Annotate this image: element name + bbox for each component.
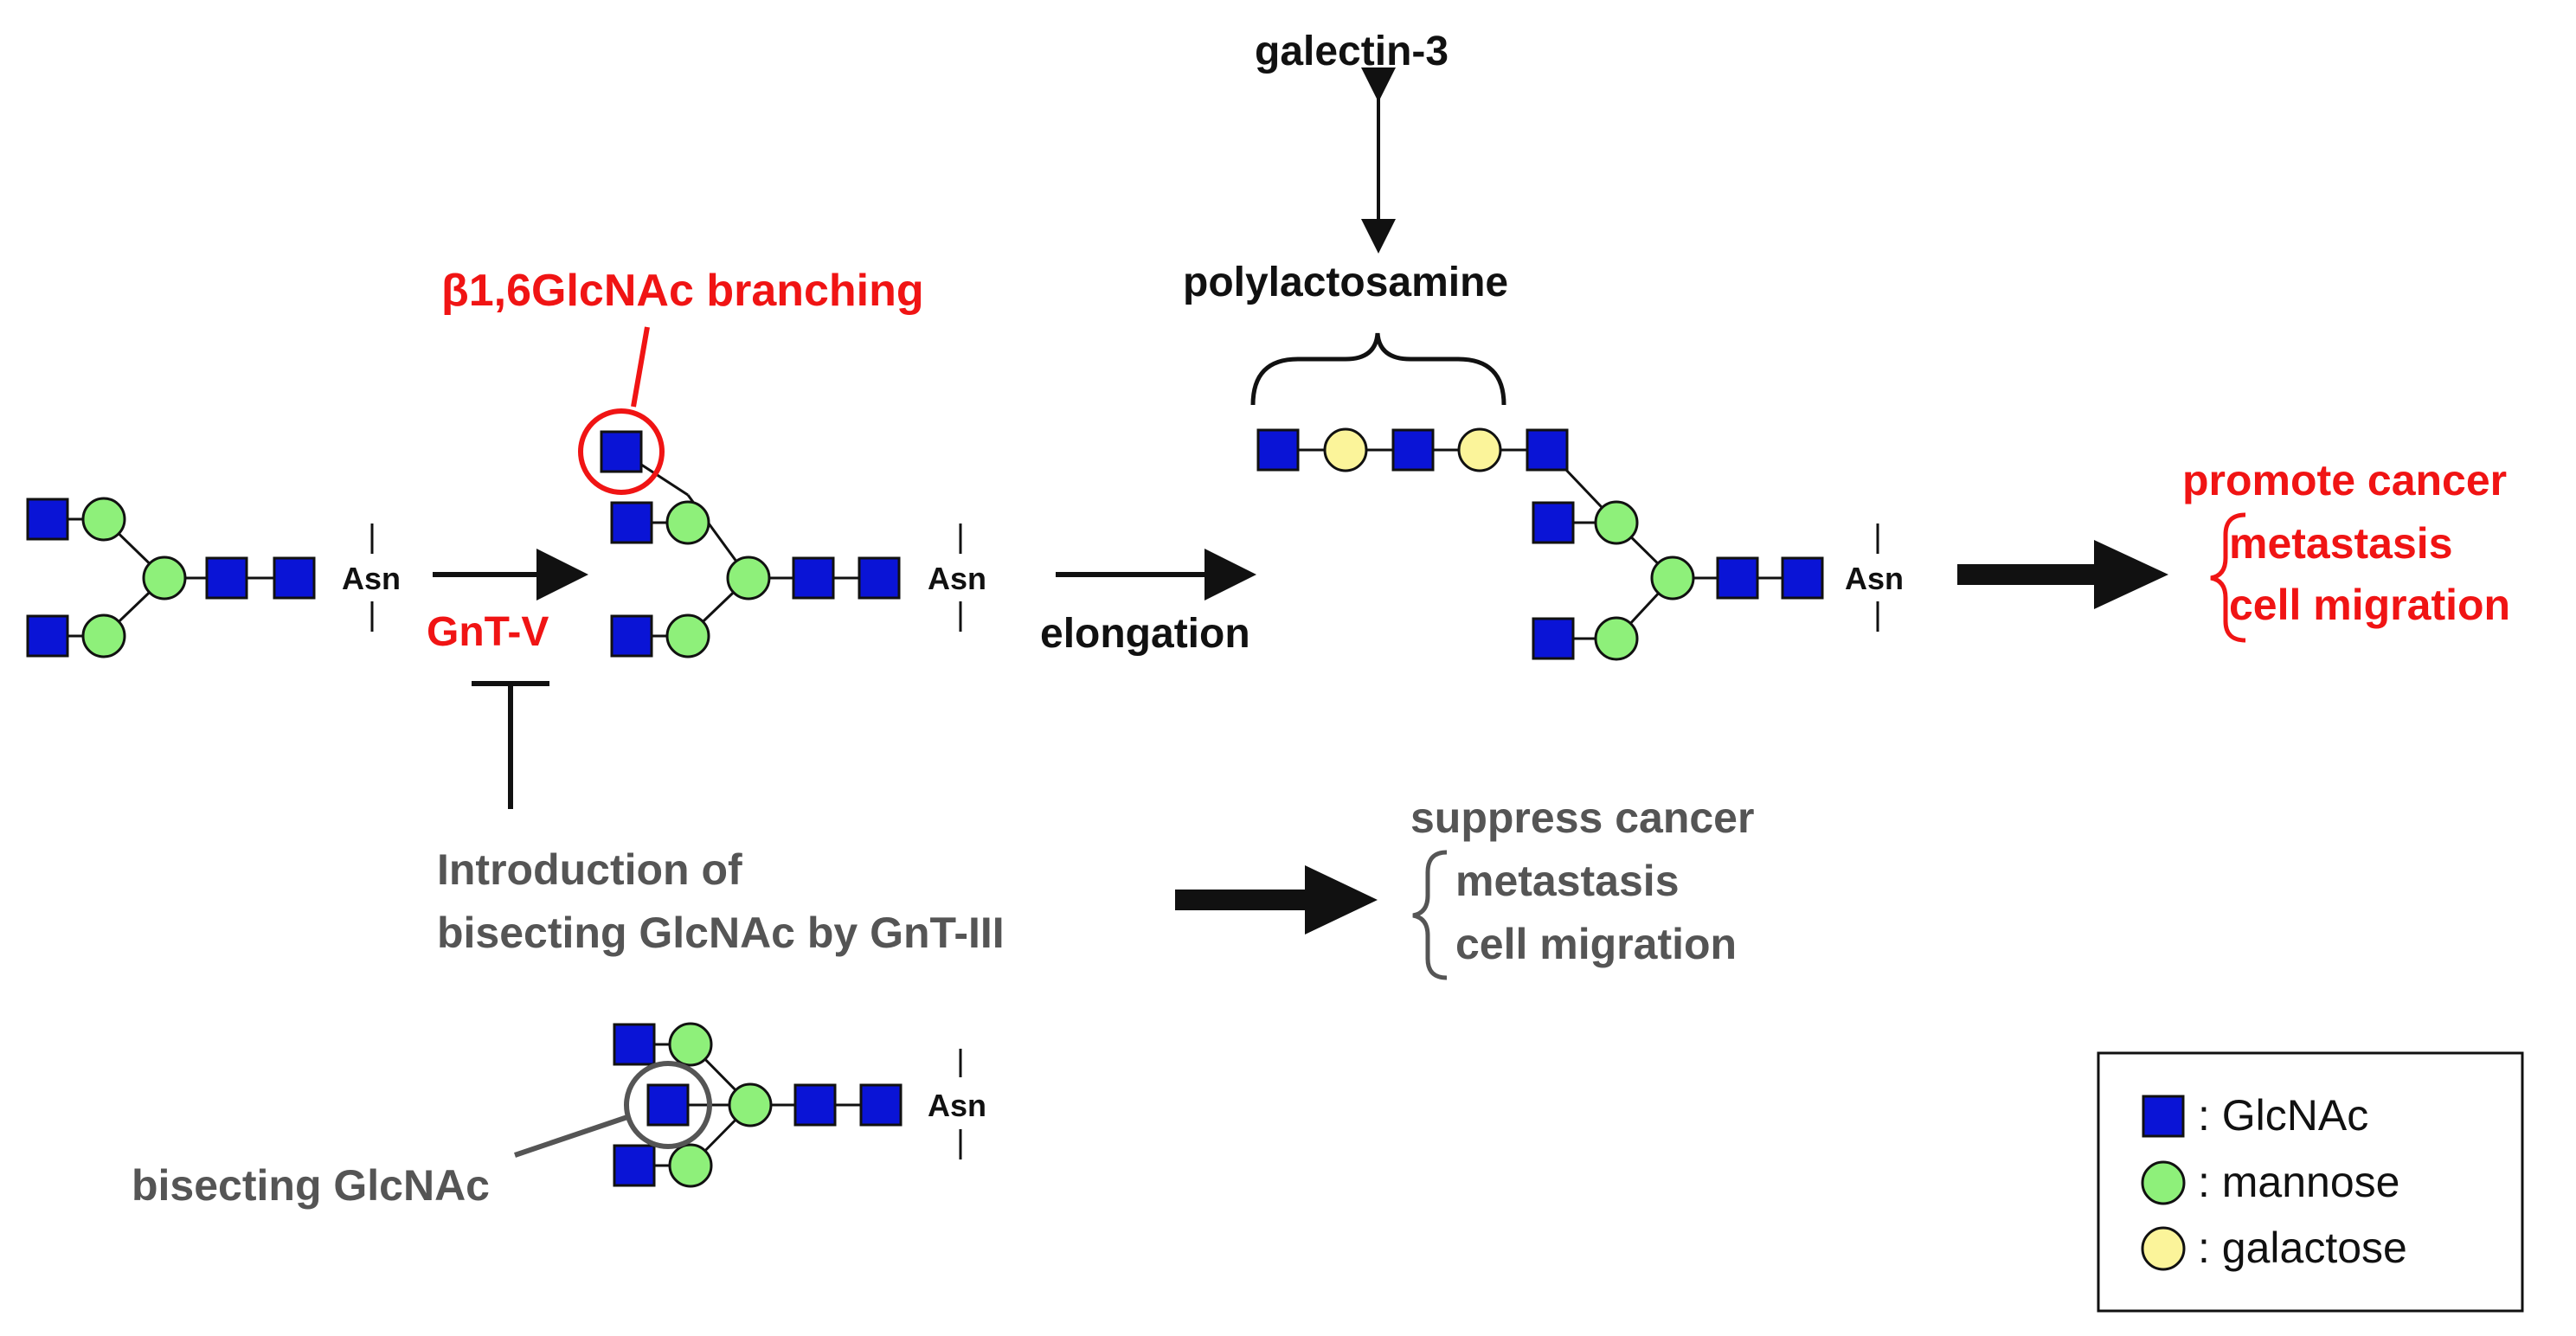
suppress-item: cell migration xyxy=(1455,920,1737,968)
glcnac-square-icon xyxy=(646,1083,690,1127)
suppress-item: metastasis xyxy=(1455,857,1680,905)
glycan-elongated: Asn xyxy=(1256,427,1904,661)
glcnac-square-icon xyxy=(1391,428,1435,472)
mannose-circle-icon xyxy=(726,556,771,601)
glcnac-square-icon xyxy=(1532,501,1575,544)
mannose-circle-icon xyxy=(81,497,126,542)
mannose-circle-icon xyxy=(1594,500,1639,545)
glcnac-square-icon xyxy=(1781,556,1824,600)
glcnac-square-icon xyxy=(273,556,316,600)
mannose-circle-icon xyxy=(2141,1160,2186,1205)
bisecting-pointer xyxy=(514,1114,631,1158)
mannose-circle-icon xyxy=(142,556,187,601)
glcnac-square-icon xyxy=(613,1023,656,1066)
inhibition-bar xyxy=(472,681,549,809)
glcnac-square-icon xyxy=(600,430,643,473)
legend-label-galactose: : galactose xyxy=(2198,1224,2407,1272)
bisecting-label: bisecting GlcNAc xyxy=(132,1161,490,1210)
arrow-suppress xyxy=(1175,865,1378,935)
branching-highlight-circle xyxy=(578,408,665,495)
branching-label: β1,6GlcNAc branching xyxy=(441,266,924,316)
polylactosamine-label: polylactosamine xyxy=(1183,260,1508,305)
mannose-circle-icon xyxy=(665,500,710,545)
legend-label-mannose: : mannose xyxy=(2198,1158,2399,1206)
promote-outcome: promote cancer metastasis cell migration xyxy=(2182,456,2510,643)
mannose-circle-icon xyxy=(668,1022,713,1067)
galactose-circle-icon xyxy=(1323,427,1368,472)
bisecting-highlight-circle xyxy=(624,1061,712,1149)
glcnac-square-icon xyxy=(26,498,69,541)
elongation-label: elongation xyxy=(1040,611,1250,657)
glcnac-square-icon xyxy=(792,556,835,600)
intro-line-1: Introduction of xyxy=(437,845,742,894)
mannose-circle-icon xyxy=(665,613,710,658)
glcnac-square-icon xyxy=(1532,617,1575,660)
asn-label: Asn xyxy=(1845,561,1904,596)
glycan-bisecting: Asn xyxy=(613,1022,986,1188)
glcnac-square-icon xyxy=(610,614,653,658)
glcnac-square-icon xyxy=(793,1083,837,1127)
promote-item: cell migration xyxy=(2229,581,2510,629)
suppress-title: suppress cancer xyxy=(1410,793,1754,842)
glcnac-square-icon xyxy=(26,614,69,658)
mannose-circle-icon xyxy=(1594,616,1639,661)
galactose-circle-icon xyxy=(1457,427,1502,472)
glcnac-square-icon xyxy=(205,556,248,600)
legend: : GlcNAc : mannose : galactose xyxy=(2097,1051,2524,1313)
promote-item: metastasis xyxy=(2229,519,2453,568)
asn-label: Asn xyxy=(928,1088,986,1123)
glcnac-square-icon xyxy=(610,501,653,544)
asn-label: Asn xyxy=(342,561,401,596)
mannose-circle-icon xyxy=(728,1082,773,1127)
glcnac-square-icon xyxy=(1716,556,1759,600)
glcnac-square-icon xyxy=(2142,1095,2185,1138)
legend-label-glcnac: : GlcNAc xyxy=(2198,1091,2368,1140)
glcnac-square-icon xyxy=(858,556,901,600)
glycan-branched: Asn xyxy=(578,408,986,658)
galactose-circle-icon xyxy=(2141,1226,2186,1271)
arrow-promote xyxy=(1957,540,2168,609)
polylactosamine-brace xyxy=(1250,332,1506,406)
mannose-circle-icon xyxy=(81,613,126,658)
mannose-circle-icon xyxy=(668,1143,713,1188)
branching-pointer xyxy=(631,326,650,408)
intro-line-2: bisecting GlcNAc by GnT-III xyxy=(437,909,1005,957)
mannose-circle-icon xyxy=(1650,556,1695,601)
promote-brace xyxy=(2210,512,2246,643)
glycan-base: Asn xyxy=(26,497,401,658)
suppress-outcome: suppress cancer metastasis cell migratio… xyxy=(1410,793,1754,980)
asn-label: Asn xyxy=(928,561,986,596)
glcnac-square-icon xyxy=(1256,428,1300,472)
glcnac-square-icon xyxy=(613,1144,656,1187)
glcnac-square-icon xyxy=(859,1083,903,1127)
suppress-brace xyxy=(1412,850,1448,980)
promote-title: promote cancer xyxy=(2182,456,2507,504)
glcnac-square-icon xyxy=(1526,428,1569,472)
galectin-label: galectin-3 xyxy=(1255,29,1449,74)
gntv-label: GnT-V xyxy=(427,609,549,655)
